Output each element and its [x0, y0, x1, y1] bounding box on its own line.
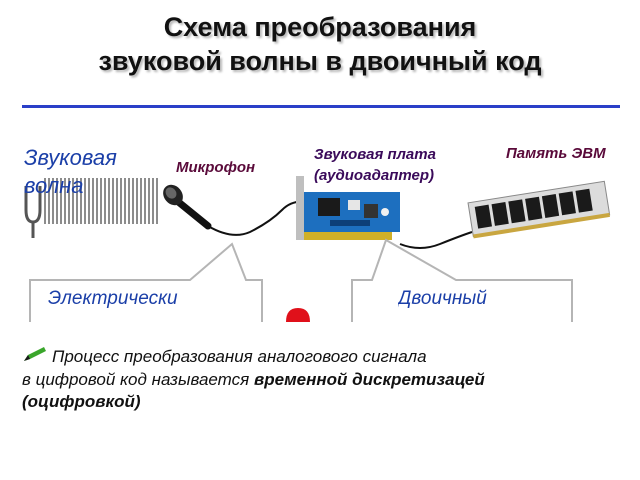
label-sound-card: Звуковая плата (аудиоадаптер)	[314, 144, 436, 186]
pencil-icon	[22, 346, 48, 369]
description-text: Процесс преобразования аналогового сигна…	[22, 346, 622, 413]
description-intro: Процесс преобразования аналогового сигна…	[52, 347, 427, 366]
page-title: Схема преобразования звуковой волны в дв…	[0, 10, 640, 78]
label-sound-card-line-1: Звуковая плата	[314, 146, 436, 163]
callout-right-text: Двоичный	[398, 288, 487, 309]
title-underline	[22, 105, 620, 108]
sound-wave-icon	[44, 178, 160, 224]
callout-left-text: Электрически	[48, 288, 178, 309]
description-term: временной дискретизацей	[253, 369, 485, 389]
red-marker	[286, 308, 310, 322]
tuning-fork-icon	[24, 186, 42, 238]
microphone-icon	[163, 184, 212, 230]
title-line-2: звуковой волны в двоичный код	[98, 46, 542, 76]
title-line-1: Схема преобразования	[163, 12, 477, 42]
label-microphone: Микрофон	[176, 159, 256, 176]
label-sound-card-line-2: (аудиоадаптер)	[314, 167, 435, 184]
memory-cable	[399, 231, 473, 249]
memory-module-icon	[467, 180, 611, 239]
label-memory: Память ЭВМ	[506, 145, 606, 162]
description-term-continued: (оцифровкой)	[22, 391, 141, 411]
sound-card-icon	[296, 176, 400, 240]
callout-right-frame	[351, 238, 573, 322]
callout-left-frame	[29, 242, 263, 322]
label-sound-wave: Звуковая волна	[24, 145, 117, 198]
microphone-cable	[207, 200, 307, 236]
description-line-2: в цифровой код называется	[22, 369, 254, 389]
